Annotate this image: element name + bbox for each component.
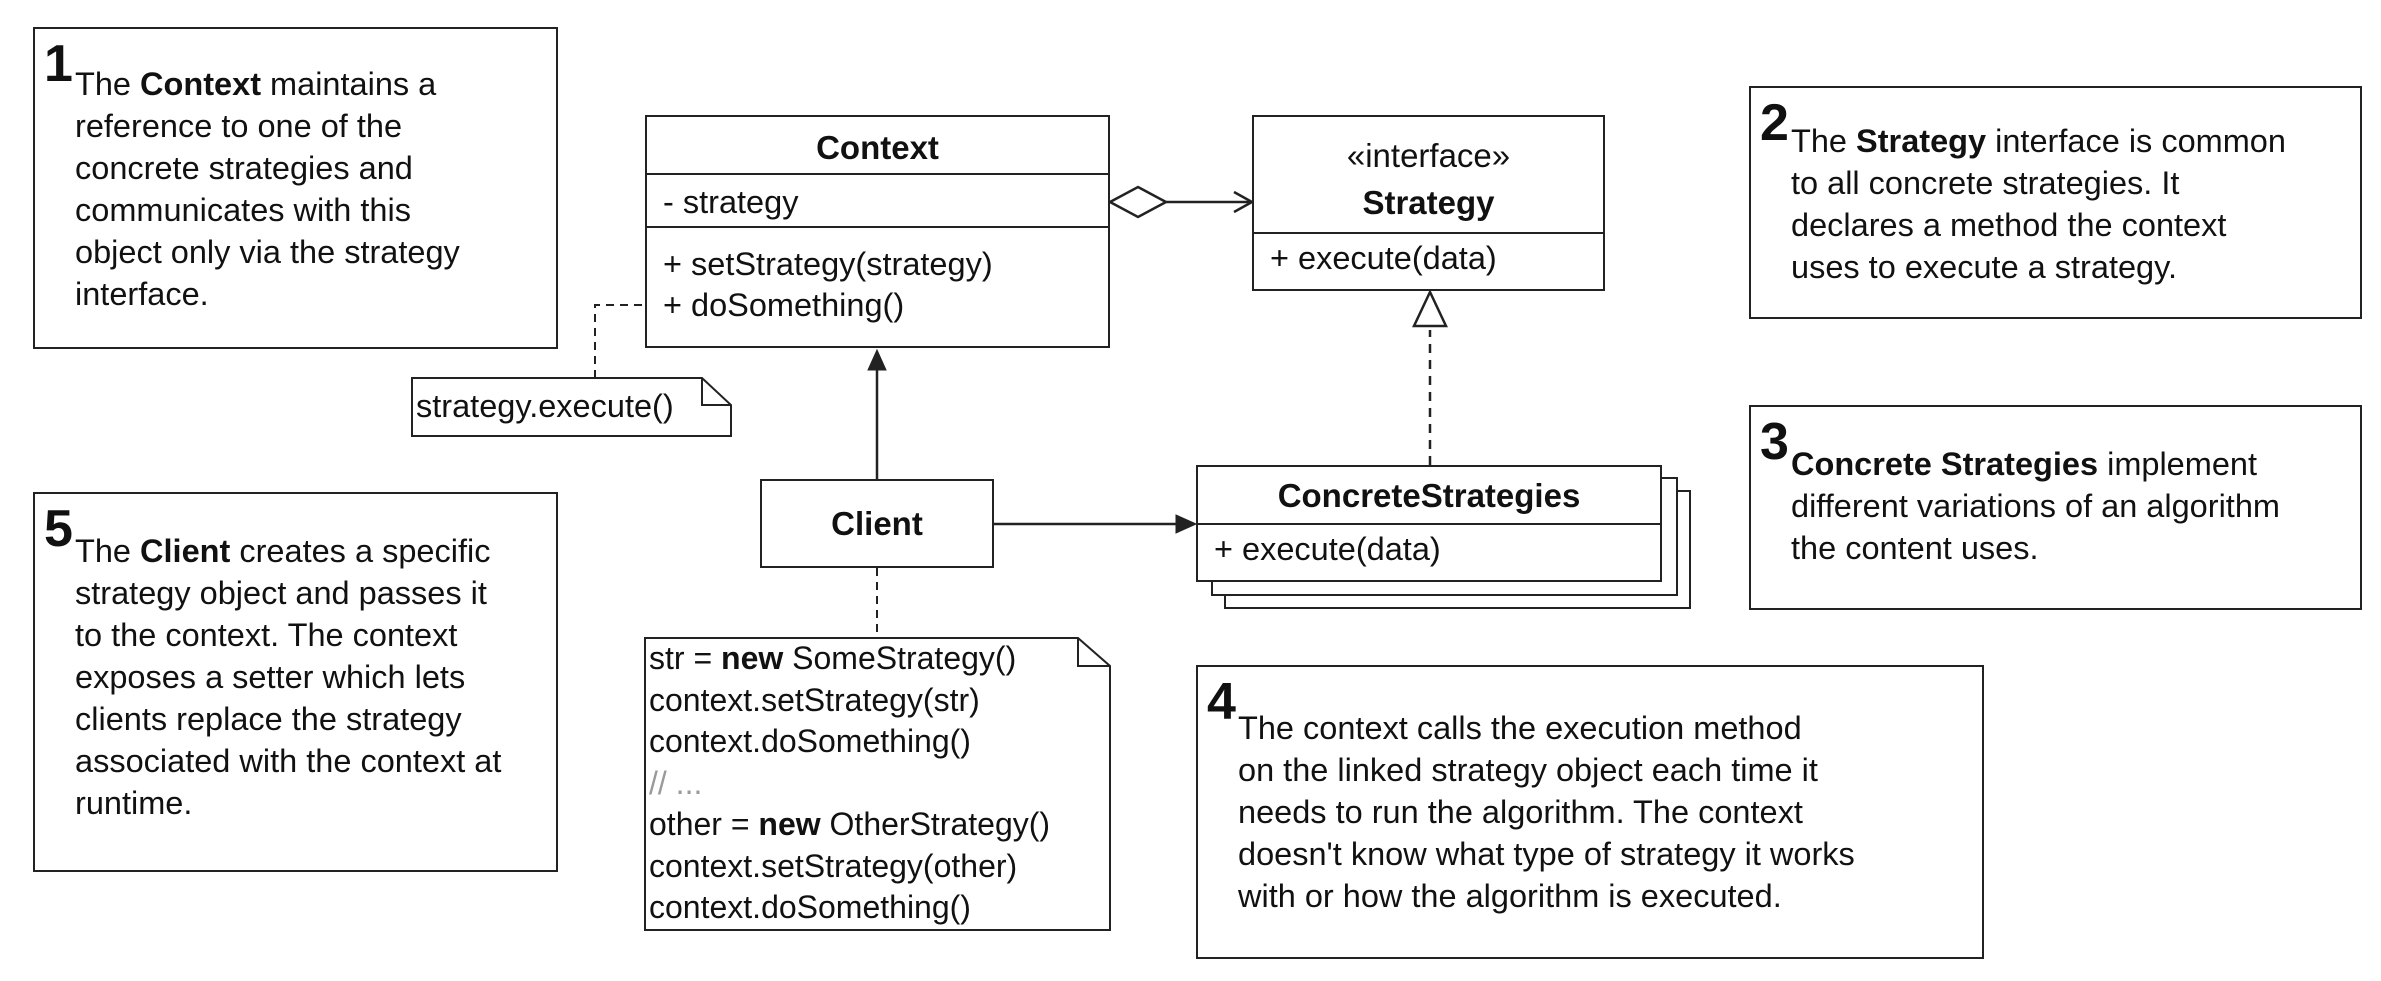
note-5-text: The Client creates a specific strategy o… (75, 530, 501, 824)
note-3-text: Concrete Strategies implement different … (1791, 443, 2280, 569)
note-2-box: 2 The Strategy interface is common to al… (1749, 86, 2362, 319)
note-1-line-4: communicates with this (75, 192, 411, 228)
note-4-line-3: needs to run the algorithm. The context (1238, 794, 1803, 830)
strategy-interface-name: Strategy (1362, 184, 1495, 221)
note-1-line-1-pre: The (75, 66, 141, 102)
note-4-text: The context calls the execution method o… (1238, 707, 1855, 917)
client-note-line-5-post: OtherStrategy() (820, 806, 1051, 842)
note-2-line-1-post: interface is common (1986, 123, 2286, 159)
note-5-line-2: strategy object and passes it (75, 575, 487, 611)
note-3-line-1-post: implement (2098, 446, 2258, 482)
note-3-line-1-bold: Concrete Strategies (1791, 446, 2099, 482)
client-note-line-5-keyword: new (758, 806, 821, 842)
note-5-line-7: runtime. (75, 785, 193, 821)
note-1-number: 1 (44, 35, 73, 93)
note-4-box: 4 The context calls the execution method… (1196, 665, 1984, 959)
context-method-set-strategy: + setStrategy(strategy) (663, 246, 993, 282)
note-4-line-1: The context calls the execution method (1238, 710, 1802, 746)
note-2-line-4: uses to execute a strategy. (1791, 249, 2178, 285)
concrete-strategies-class: ConcreteStrategies + execute(data) (1196, 465, 1662, 582)
note-3-line-2: different variations of an algorithm (1791, 488, 2280, 524)
note-3-box: 3 Concrete Strategies implement differen… (1749, 405, 2362, 610)
note-3-line-3: the content uses. (1791, 530, 2039, 566)
note-5-line-5: clients replace the strategy (75, 701, 462, 737)
note-4-line-4: doesn't know what type of strategy it wo… (1238, 836, 1855, 872)
context-class-name: Context (816, 129, 939, 166)
aggregation-diamond (1107, 185, 1169, 219)
concrete-method-execute: + execute(data) (1214, 531, 1441, 567)
strategy-interface-divider (1254, 232, 1603, 234)
note-1-line-5: object only via the strategy (75, 234, 460, 270)
note-5-line-1-post: creates a specific (230, 533, 491, 569)
context-note-text: strategy.execute() (416, 388, 674, 424)
note-3-number: 3 (1760, 413, 1789, 471)
note-2-line-1-bold: Strategy (1856, 123, 1987, 159)
client-class: Client (760, 479, 994, 568)
client-note-comment: // ... (649, 764, 703, 801)
note-2-line-1-pre: The (1791, 123, 1857, 159)
note-5-line-6: associated with the context at (75, 743, 502, 779)
context-note-fold (701, 378, 731, 406)
concrete-strategies-name: ConcreteStrategies (1277, 477, 1581, 514)
context-class-divider-2 (647, 226, 1108, 228)
client-note-code: str = new SomeStrategy() context.setStra… (649, 638, 1050, 929)
client-class-name: Client (831, 505, 923, 542)
context-note-link (594, 304, 656, 378)
client-note-line-3: context.doSomething() (649, 723, 971, 759)
note-1-line-6: interface. (75, 276, 209, 312)
client-note-line-1-keyword: new (721, 640, 784, 676)
note-4-number: 4 (1207, 673, 1236, 731)
client-note-shape (644, 637, 1111, 931)
note-5-number: 5 (44, 500, 73, 558)
client-to-concrete-arrowhead (1175, 514, 1198, 534)
note-2-line-3: declares a method the context (1791, 207, 2227, 243)
context-class-divider-1 (647, 173, 1108, 175)
note-1-line-1-post: maintains a (261, 66, 437, 102)
concrete-strategies-divider (1198, 523, 1660, 525)
note-1-line-1-bold: Context (140, 66, 262, 102)
context-field-strategy: - strategy (663, 184, 799, 220)
note-1-line-2: reference to one of the (75, 108, 403, 144)
note-4-line-2: on the linked strategy object each time … (1238, 752, 1818, 788)
strategy-method-execute: + execute(data) (1270, 240, 1497, 276)
note-5-line-1-bold: Client (140, 533, 231, 569)
strategy-interface: «interface» Strategy + execute(data) (1252, 115, 1605, 291)
note-2-line-2: to all concrete strategies. It (1791, 165, 2180, 201)
realization-triangle (1412, 289, 1448, 328)
client-note-line-5-pre: other = (649, 806, 759, 842)
strategy-stereotype: «interface» (1346, 137, 1511, 174)
note-1-box: 1 The Context maintains a reference to o… (33, 27, 558, 349)
note-2-text: The Strategy interface is common to all … (1791, 120, 2286, 288)
client-note-fold (1077, 638, 1110, 667)
client-note-line-1-pre: str = (649, 640, 722, 676)
note-5-line-3: to the context. The context (75, 617, 458, 653)
context-method-do-something: + doSomething() (663, 287, 905, 323)
note-5-line-1-pre: The (75, 533, 141, 569)
note-5-box: 5 The Client creates a specific strategy… (33, 492, 558, 872)
client-to-context-arrowhead (867, 348, 887, 371)
client-note-line-7: context.doSomething() (649, 889, 971, 925)
context-class: Context - strategy + setStrategy(strateg… (645, 115, 1110, 348)
client-note-line-2: context.setStrategy(str) (649, 681, 980, 718)
note-5-line-4: exposes a setter which lets (75, 659, 466, 695)
context-note-shape (411, 377, 732, 437)
client-note-line-6: context.setStrategy(other) (649, 847, 1018, 884)
client-note-line-1-post: SomeStrategy() (783, 640, 1017, 676)
note-1-text: The Context maintains a reference to one… (75, 63, 460, 315)
note-4-line-5: with or how the algorithm is executed. (1238, 878, 1782, 914)
note-2-number: 2 (1760, 94, 1789, 152)
note-1-line-3: concrete strategies and (75, 150, 413, 186)
